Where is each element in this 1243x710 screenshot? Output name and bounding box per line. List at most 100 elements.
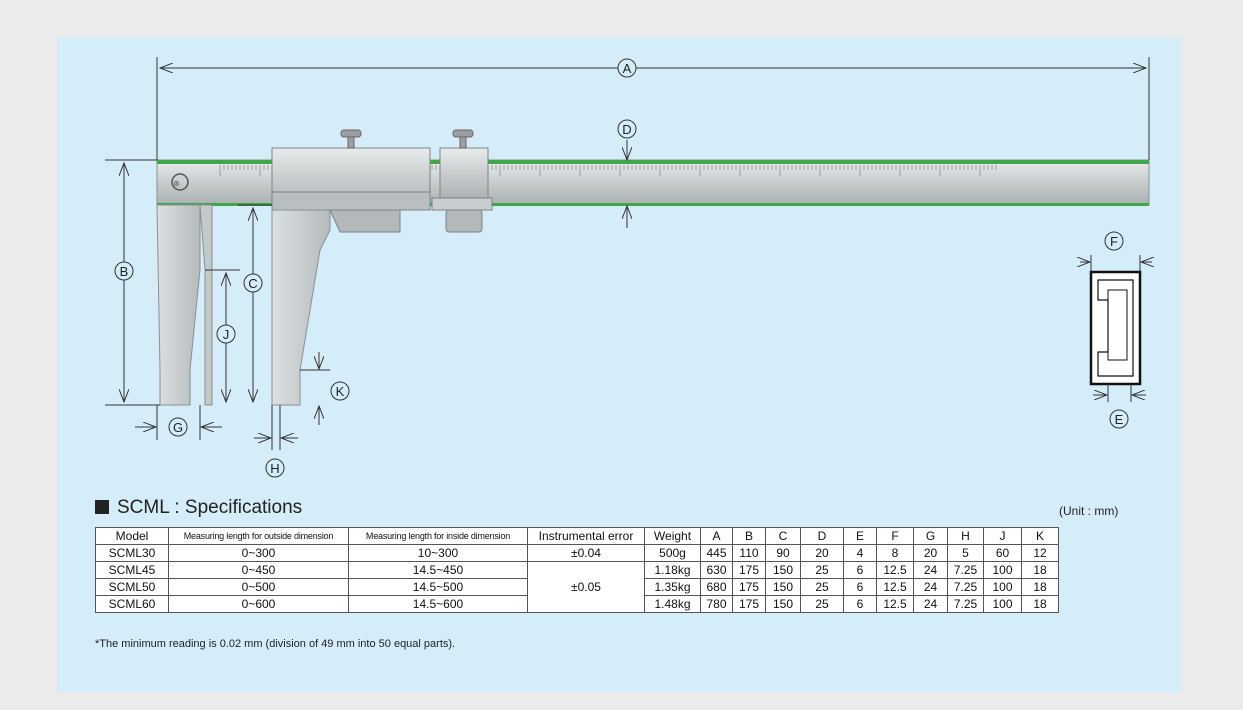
cell-D: 25 <box>800 578 844 596</box>
cell-G: 24 <box>913 595 948 613</box>
label-E: E <box>1109 409 1129 429</box>
table-header-row: Model Measuring length for outside dimen… <box>95 527 1059 545</box>
svg-text:D: D <box>622 122 631 137</box>
svg-text:G: G <box>173 420 183 435</box>
cell-weight: 1.35kg <box>644 578 701 596</box>
cell-C: 150 <box>765 561 801 579</box>
cell-E: 4 <box>843 544 877 562</box>
cell-inside: 14.5~600 <box>348 595 528 613</box>
header-weight: Weight <box>644 527 701 545</box>
cell-B: 175 <box>732 578 766 596</box>
svg-text:F: F <box>1110 234 1118 249</box>
label-B: B <box>114 261 134 281</box>
cell-outside: 0~300 <box>168 544 349 562</box>
svg-text:C: C <box>248 276 257 291</box>
header-F: F <box>876 527 914 545</box>
cell-B: 175 <box>732 595 766 613</box>
cell-outside: 0~600 <box>168 595 349 613</box>
svg-text:⊛: ⊛ <box>173 179 180 188</box>
cell-model: SCML30 <box>95 544 169 562</box>
cell-model: SCML60 <box>95 595 169 613</box>
footnote: *The minimum reading is 0.02 mm (divisio… <box>95 638 456 650</box>
cell-inside: 14.5~450 <box>348 561 528 579</box>
dimension-lines <box>105 57 1150 450</box>
table-row: SCML50 0~500 14.5~500 1.35kg 680 175 150… <box>95 578 1059 596</box>
cell-A: 680 <box>700 578 733 596</box>
beam-cross-section <box>1080 255 1152 402</box>
title-square-icon <box>95 500 109 514</box>
cell-F: 12.5 <box>876 595 914 613</box>
header-J: J <box>983 527 1022 545</box>
cell-E: 6 <box>843 595 877 613</box>
cell-J: 100 <box>983 578 1022 596</box>
cell-J: 100 <box>983 561 1022 579</box>
cell-C: 90 <box>765 544 801 562</box>
cell-A: 445 <box>700 544 733 562</box>
cell-weight: 1.48kg <box>644 595 701 613</box>
header-B: B <box>732 527 766 545</box>
cell-F: 12.5 <box>876 561 914 579</box>
header-inside: Measuring length for inside dimension <box>348 527 528 545</box>
cell-E: 6 <box>843 561 877 579</box>
cell-H: 7.25 <box>947 595 984 613</box>
svg-text:A: A <box>623 61 632 76</box>
cell-G: 24 <box>913 561 948 579</box>
cell-F: 12.5 <box>876 578 914 596</box>
cell-D: 25 <box>800 595 844 613</box>
spec-title: SCML : Specifications <box>95 497 302 519</box>
cell-inside: 14.5~500 <box>348 578 528 596</box>
table-row: SCML60 0~600 14.5~600 1.48kg 780 175 150… <box>95 595 1059 613</box>
label-F: F <box>1104 231 1124 251</box>
svg-text:E: E <box>1115 412 1124 427</box>
cell-K: 18 <box>1021 595 1059 613</box>
cell-F: 8 <box>876 544 914 562</box>
cell-D: 25 <box>800 561 844 579</box>
cell-outside: 0~450 <box>168 561 349 579</box>
svg-text:J: J <box>223 327 230 342</box>
header-H: H <box>947 527 984 545</box>
svg-text:K: K <box>336 384 345 399</box>
cell-K: 12 <box>1021 544 1059 562</box>
cell-inside: 10~300 <box>348 544 528 562</box>
cell-C: 150 <box>765 595 801 613</box>
label-J: J <box>216 324 236 344</box>
cell-outside: 0~500 <box>168 578 349 596</box>
cell-A: 780 <box>700 595 733 613</box>
header-C: C <box>765 527 801 545</box>
cell-J: 60 <box>983 544 1022 562</box>
cell-H: 7.25 <box>947 561 984 579</box>
table-row: SCML45 0~450 14.5~450 ±0.05 1.18kg 630 1… <box>95 561 1059 613</box>
cell-G: 24 <box>913 578 948 596</box>
cell-H: 5 <box>947 544 984 562</box>
caliper-illustration: ⊛ <box>156 129 1150 406</box>
label-D: D <box>617 119 637 139</box>
cell-K: 18 <box>1021 561 1059 579</box>
header-error: Instrumental error <box>527 527 645 545</box>
cell-B: 110 <box>732 544 766 562</box>
label-C: C <box>243 273 263 293</box>
label-K: K <box>330 381 350 401</box>
header-K: K <box>1021 527 1059 545</box>
cell-A: 630 <box>700 561 733 579</box>
caliper-diagram: ⊛ <box>105 57 1243 478</box>
cell-D: 20 <box>800 544 844 562</box>
cell-model: SCML50 <box>95 578 169 596</box>
label-A: A <box>617 58 637 78</box>
header-G: G <box>913 527 948 545</box>
table-row: SCML30 0~300 10~300 ±0.04 500g 445 110 9… <box>95 544 1059 562</box>
spec-table: Model Measuring length for outside dimen… <box>95 527 1059 613</box>
header-A: A <box>700 527 733 545</box>
cell-B: 175 <box>732 561 766 579</box>
label-H: H <box>265 458 285 478</box>
spec-title-text: SCML : Specifications <box>117 497 303 518</box>
unit-label: (Unit : mm) <box>1059 504 1119 518</box>
cell-weight: 1.18kg <box>644 561 701 579</box>
cell-G: 20 <box>913 544 948 562</box>
cell-J: 100 <box>983 595 1022 613</box>
cell-H: 7.25 <box>947 578 984 596</box>
cell-C: 150 <box>765 578 801 596</box>
header-outside: Measuring length for outside dimension <box>168 527 349 545</box>
header-D: D <box>800 527 844 545</box>
cell-error: ±0.04 <box>527 544 645 562</box>
header-E: E <box>843 527 877 545</box>
